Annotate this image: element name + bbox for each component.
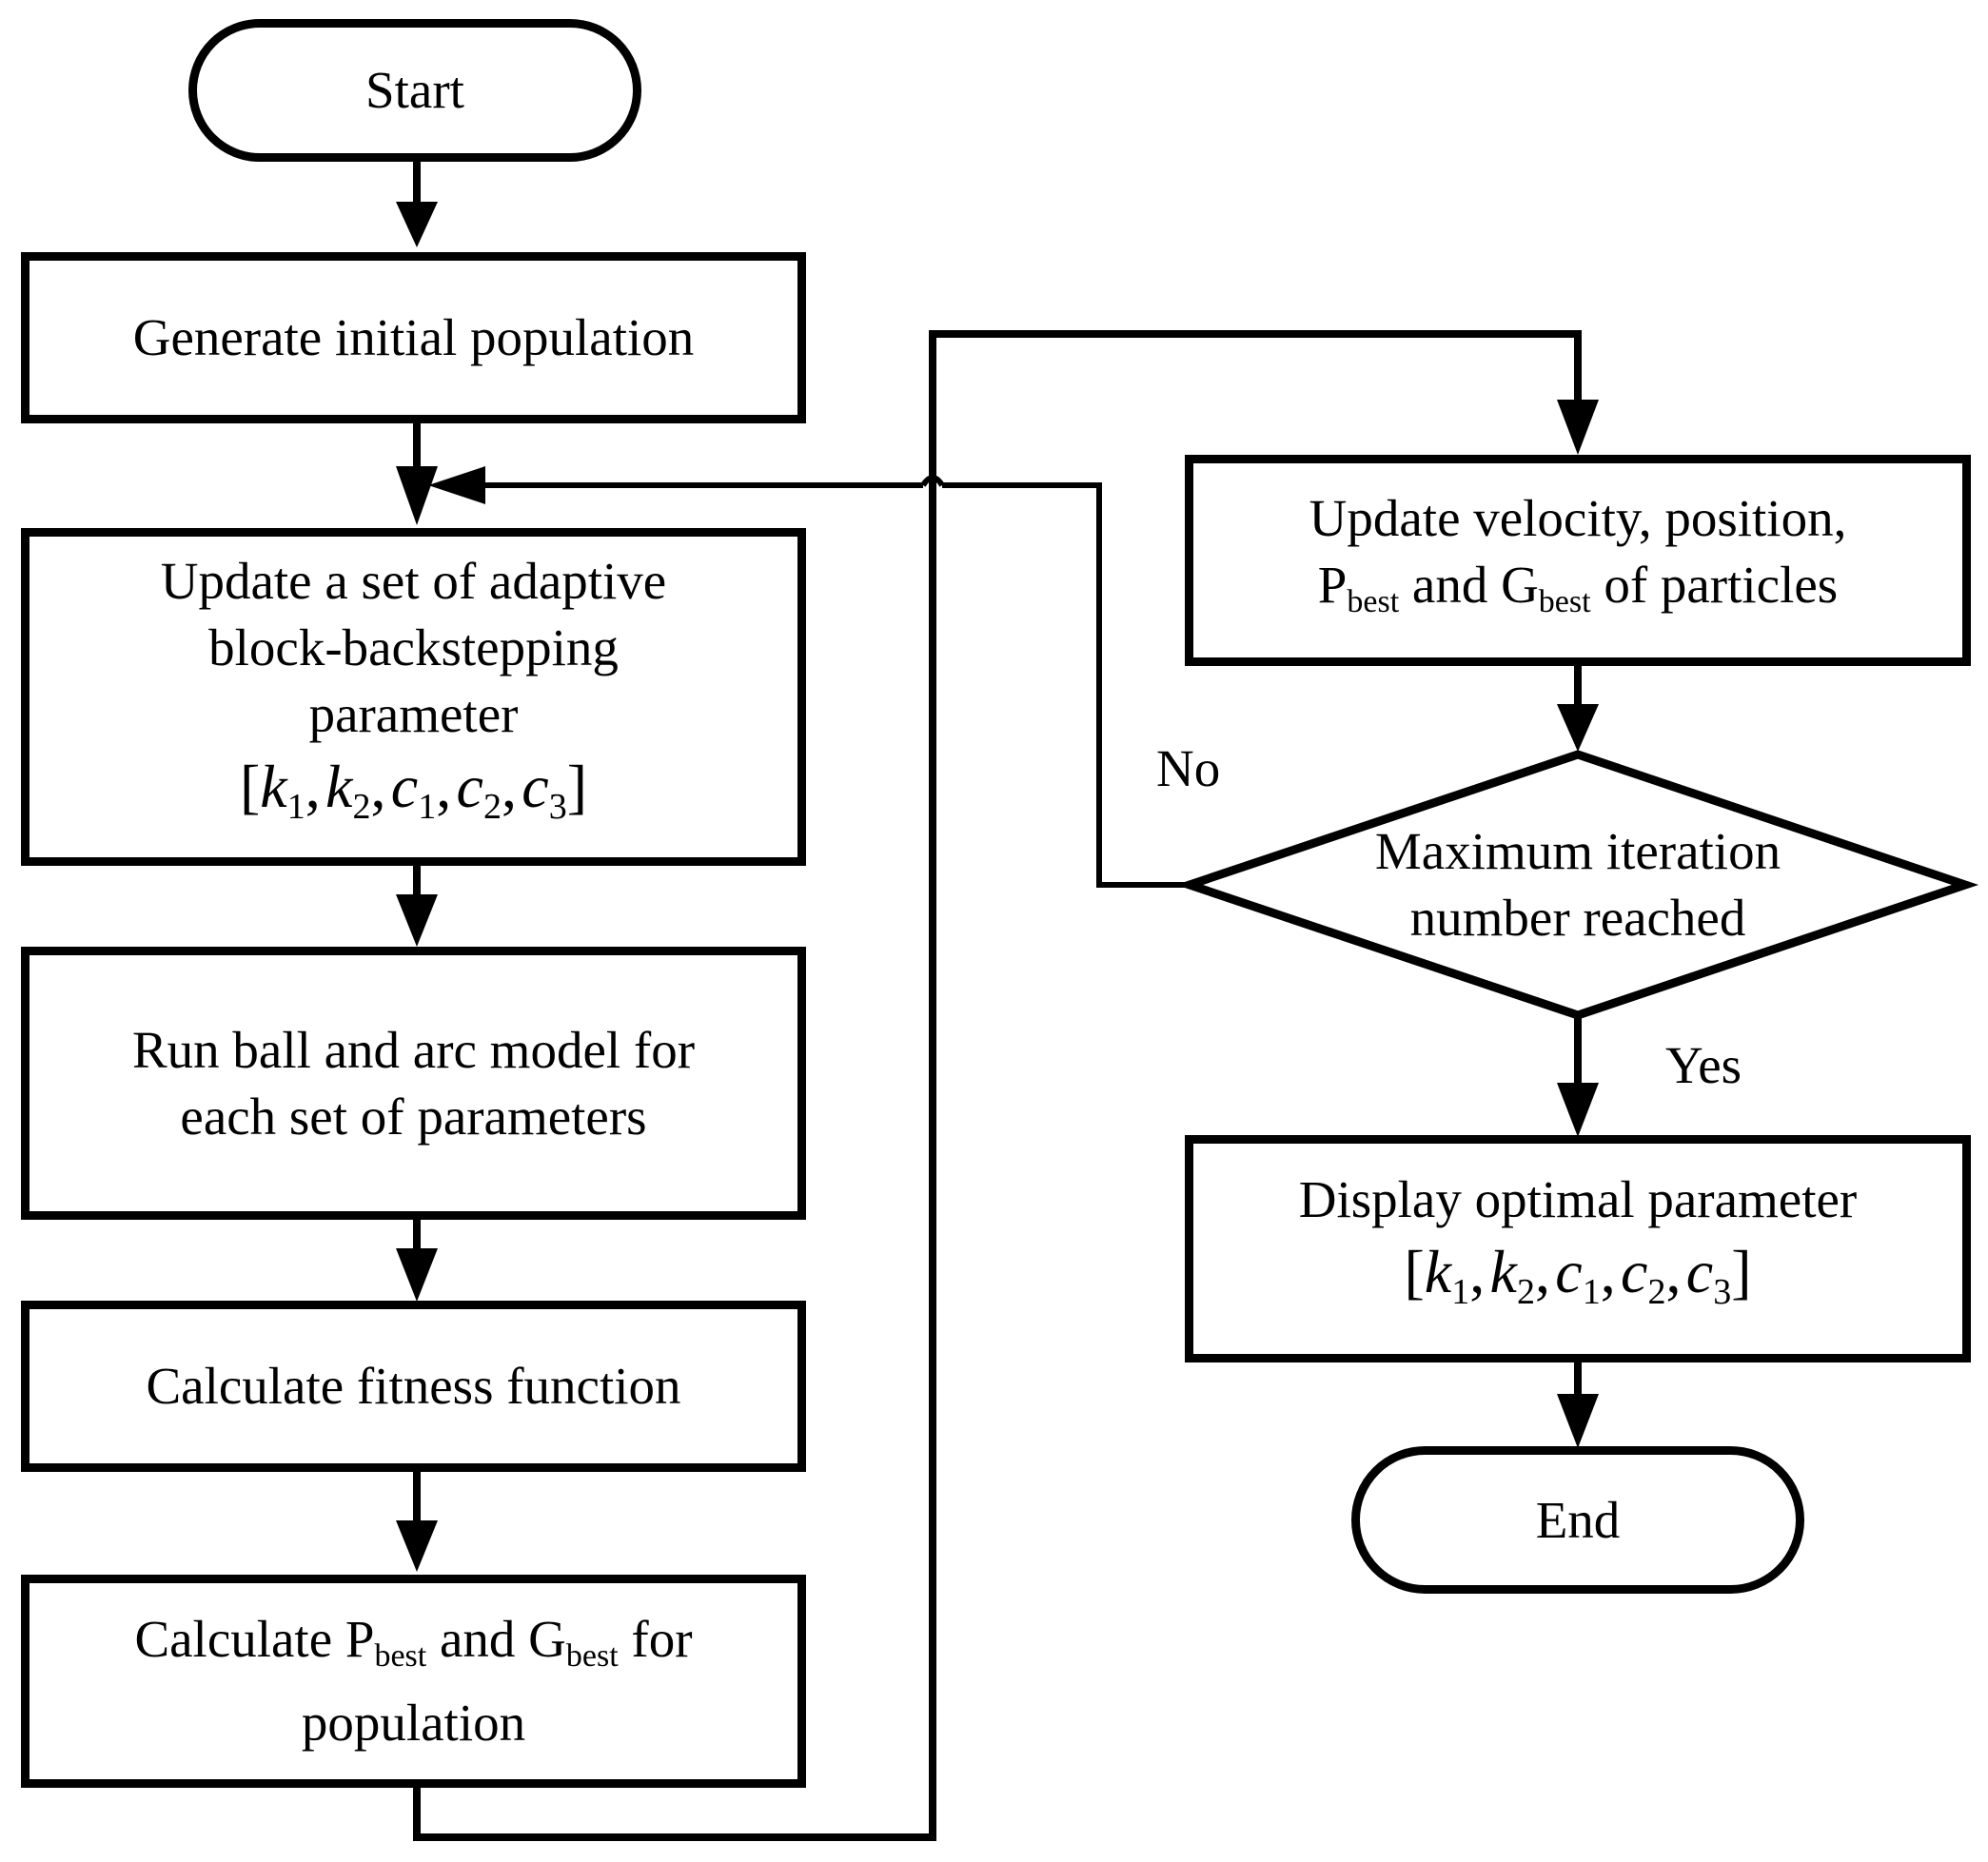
arrowhead: [396, 894, 438, 947]
arrowhead: [396, 466, 438, 525]
generate-label: Generate initial population: [132, 308, 695, 366]
decision-text: Maximum iteration number reached: [1237, 818, 1919, 951]
line-jump: [920, 475, 945, 487]
display-parameter-box: Display optimal parameter [k1, k2, c1, c…: [1185, 1135, 1971, 1362]
arrowhead: [1557, 704, 1599, 752]
arrowhead: [1557, 400, 1599, 455]
parameter-vector: [k1, k2, c1, c2, c3]: [239, 753, 588, 827]
connector-decision-no-loop: [942, 482, 1188, 888]
update-params-line2: block-backstepping: [208, 618, 619, 676]
run-model-box: Run ball and arc model for each set of p…: [21, 947, 806, 1220]
edge-label-yes: Yes: [1665, 1036, 1742, 1094]
optimal-parameter-vector: [k1, k2, c1, c2, c3]: [1404, 1238, 1752, 1312]
update-params-line1: Update a set of adaptive: [160, 552, 667, 610]
calc-best-line1: Calculate Pbest and Gbest for: [134, 1610, 693, 1674]
arrowhead-no-loop: [428, 466, 485, 504]
decision-line1: Maximum iteration: [1374, 822, 1781, 880]
start-terminal: Start: [188, 19, 641, 162]
calc-best-box: Calculate Pbest and Gbest for population: [21, 1575, 806, 1788]
run-model-line1: Run ball and arc model for: [131, 1020, 696, 1079]
start-label: Start: [365, 61, 464, 119]
end-terminal: End: [1351, 1446, 1804, 1594]
generate-population-box: Generate initial population: [21, 252, 806, 423]
arrowhead: [396, 202, 438, 247]
update-params-line3: parameter: [308, 685, 519, 743]
run-model-line2: each set of parameters: [180, 1087, 647, 1146]
update-parameters-box: Update a set of adaptive block-backstepp…: [21, 528, 806, 866]
arrowhead: [396, 1248, 438, 1302]
decision-line2: number reached: [1409, 889, 1746, 947]
end-label: End: [1535, 1490, 1621, 1549]
connector-calcbest-to-update-velocity: [413, 330, 1582, 1841]
arrowhead: [1557, 1394, 1599, 1448]
update-velocity-line1: Update velocity, position,: [1309, 489, 1847, 547]
update-velocity-line2: Pbest and Gbest of particles: [1317, 556, 1839, 619]
fitness-box: Calculate fitness function: [21, 1301, 806, 1472]
edge-label-no: No: [1156, 739, 1221, 797]
fitness-label: Calculate fitness function: [146, 1357, 681, 1415]
display-line1: Display optimal parameter: [1298, 1170, 1858, 1228]
decision-diamond: [1175, 750, 1979, 1020]
arrowhead: [1557, 1083, 1599, 1137]
update-velocity-box: Update velocity, position, Pbest and Gbe…: [1185, 455, 1971, 666]
arrowhead: [396, 1520, 438, 1572]
calc-best-line2: population: [301, 1694, 526, 1752]
